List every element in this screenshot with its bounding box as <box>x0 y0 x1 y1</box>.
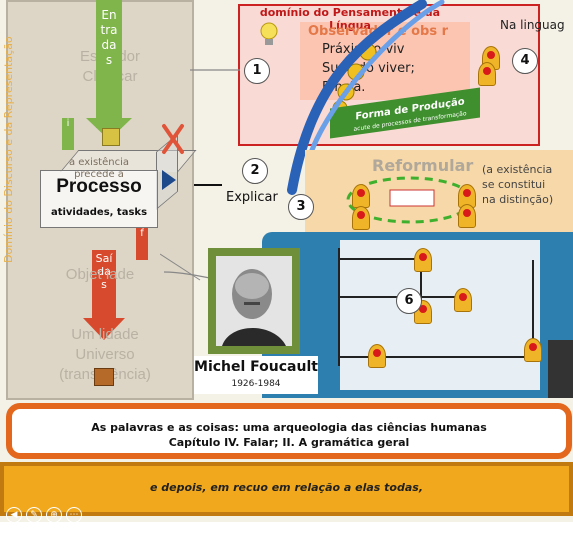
person-icon <box>524 338 542 362</box>
saidas-arrow <box>92 250 116 322</box>
vertical-domain-title: Domínio do Discurso e da Representação <box>2 36 15 264</box>
book-chapter: Capítulo IV. Falar; II. A gramática gera… <box>168 436 410 449</box>
play-triangle-icon <box>162 170 176 190</box>
step-number-6: 6 <box>396 288 422 314</box>
more-icon[interactable]: ⋯ <box>66 507 82 522</box>
precede-line: precede a <box>74 169 124 180</box>
existencia2-line3: na distinção) <box>482 193 554 206</box>
na-linguagem-text: Na linguag <box>500 18 565 32</box>
slide-canvas: Domínio do Discurso e da Representação E… <box>0 0 573 522</box>
webcam-thumbnail <box>548 340 573 398</box>
saidas-arrow-head <box>83 318 125 340</box>
input-i-bar: i <box>62 118 74 150</box>
tree-sub-line <box>420 258 422 308</box>
tree-branch-line <box>338 356 534 358</box>
quote-text: e depois, em recuo em relação a elas tod… <box>149 481 424 494</box>
person-icon <box>352 184 370 208</box>
tree-branch-line <box>338 258 422 260</box>
reformular-title: Reformular <box>372 156 474 175</box>
zoom-icon[interactable]: ⊕ <box>46 507 62 522</box>
existencia2-line1: (a existência <box>482 163 553 176</box>
existencia-precede-text: a existência precede a <box>40 157 158 181</box>
saidas-label: Saídas <box>95 252 113 291</box>
existencia-line: a existência <box>68 157 129 168</box>
book-title: As palavras e as coisas: uma arqueologia… <box>91 421 487 434</box>
person-icon <box>478 62 496 86</box>
explicar-arrow <box>194 184 222 186</box>
lightbulb-icon <box>260 22 278 45</box>
entradas-label: Entradas <box>100 8 118 67</box>
processo-title: Processo <box>56 176 142 197</box>
unidade-text: Um lidade <box>71 326 139 343</box>
step-number-1: 1 <box>244 58 270 84</box>
entradas-arrow <box>96 0 122 128</box>
step-number-4: 4 <box>512 48 538 74</box>
objetividade-text: Objet lade <box>65 266 135 283</box>
name-plate <box>194 356 318 394</box>
previous-icon[interactable]: ◀ <box>6 507 22 522</box>
step-number-2: 2 <box>242 158 268 184</box>
process-box <box>40 170 158 228</box>
person-icon <box>454 288 472 312</box>
author-name: Michel Foucault <box>194 359 318 375</box>
existencia-distincao-text: (a existência se constitui na distinção) <box>482 162 572 207</box>
universo-text: Universo <box>75 346 135 363</box>
input-cube-icon <box>102 128 120 146</box>
pen-icon[interactable]: ✎ <box>26 507 42 522</box>
existencia2-line2: se constitui <box>482 178 546 191</box>
tree-sub-line <box>532 260 534 356</box>
no-entry-icon <box>162 124 184 154</box>
author-years: 1926-1984 <box>231 379 281 389</box>
atividades-subtitle: atividades, tasks <box>50 207 148 218</box>
tree-trunk-line <box>338 248 340 366</box>
step-number-3: 3 <box>288 194 314 220</box>
reformular-panel <box>305 150 573 232</box>
book-reference-bar <box>6 403 572 459</box>
person-icon <box>414 248 432 272</box>
person-icon <box>368 344 386 368</box>
person-icon <box>352 206 370 230</box>
output-cube-icon <box>94 368 114 386</box>
slide-player-controls: ◀ ✎ ⊕ ⋯ <box>6 502 86 522</box>
portrait-illustration <box>216 256 292 346</box>
foucault-portrait <box>216 256 292 346</box>
blue-swoosh-arrow <box>287 0 445 195</box>
quote-bar <box>0 462 573 516</box>
explicar-label: Explicar <box>226 190 278 205</box>
person-icon <box>458 204 476 228</box>
output-f-bar: f <box>136 228 148 260</box>
